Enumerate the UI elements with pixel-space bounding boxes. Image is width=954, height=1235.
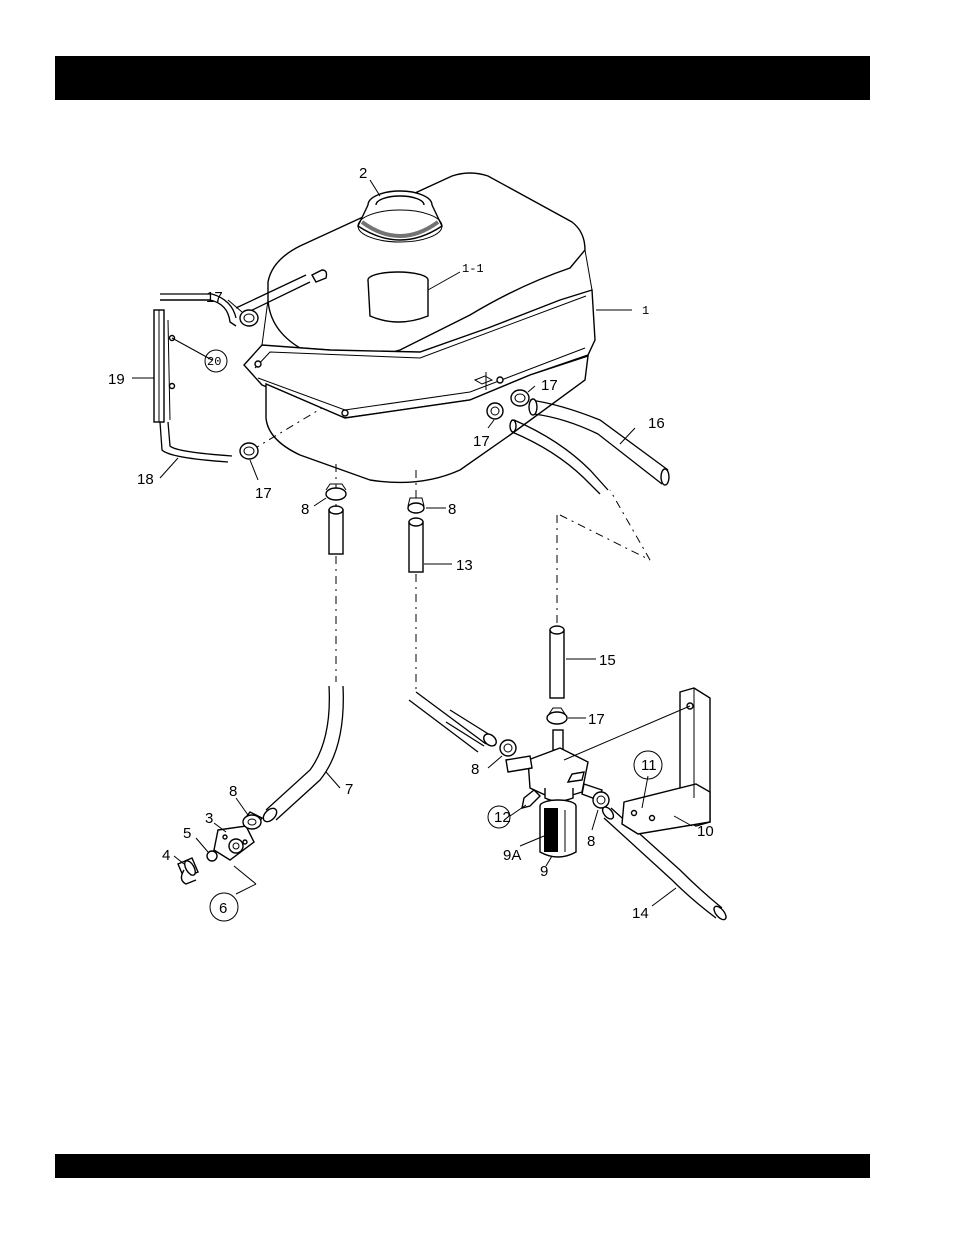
hose-7 xyxy=(261,464,344,824)
clamp-8-drain xyxy=(243,815,261,829)
callout-15: 15 xyxy=(599,652,616,669)
callout-10: 10 xyxy=(697,823,714,840)
callout-17-right-upper: 17 xyxy=(541,377,558,394)
callout-7: 7 xyxy=(345,781,353,798)
callout-19: 19 xyxy=(108,371,125,388)
callout-6: 6 xyxy=(219,900,227,917)
callout-17-lower-left: 17 xyxy=(255,485,272,502)
callout-17-upper-left: 17 xyxy=(206,289,223,306)
callout-8-filter-right: 8 xyxy=(587,833,595,850)
callout-13: 13 xyxy=(456,557,473,574)
callout-17-right-lower: 17 xyxy=(473,433,490,450)
callout-12: 12 xyxy=(494,809,511,826)
callout-1: 1 xyxy=(642,304,649,318)
callout-11: 11 xyxy=(641,757,657,774)
callout-3: 3 xyxy=(205,810,213,827)
callout-14: 14 xyxy=(632,905,649,922)
callout-8-top-center: 8 xyxy=(448,501,456,518)
callout-20: 20 xyxy=(207,355,221,369)
clamp-17-right-upper xyxy=(511,390,529,406)
clamp-8-filter-left xyxy=(500,740,516,756)
callout-8-drain: 8 xyxy=(229,783,237,800)
clamp-8-filter-right xyxy=(593,792,609,808)
clamp-17-upper-left xyxy=(240,310,258,326)
callout-9: 9 xyxy=(540,863,548,880)
callout-16: 16 xyxy=(648,415,665,432)
callout-2: 2 xyxy=(359,165,367,182)
callout-17-filter: 17 xyxy=(588,711,605,728)
clamp-17-lower-left xyxy=(240,443,258,459)
callout-4: 4 xyxy=(162,847,170,864)
callout-8-top-left: 8 xyxy=(301,501,309,518)
clamp-17-filter-top xyxy=(547,708,567,724)
clamp-8-top-center xyxy=(408,498,424,513)
hose-15 xyxy=(550,626,564,698)
hose-16 xyxy=(510,399,669,494)
clamp-17-right-lower xyxy=(487,403,503,419)
callout-5: 5 xyxy=(183,825,191,842)
callout-18: 18 xyxy=(137,471,154,488)
callout-8-filter-left: 8 xyxy=(471,761,479,778)
callout-1-1: 1-1 xyxy=(462,262,484,276)
callout-9A: 9A xyxy=(503,847,521,864)
